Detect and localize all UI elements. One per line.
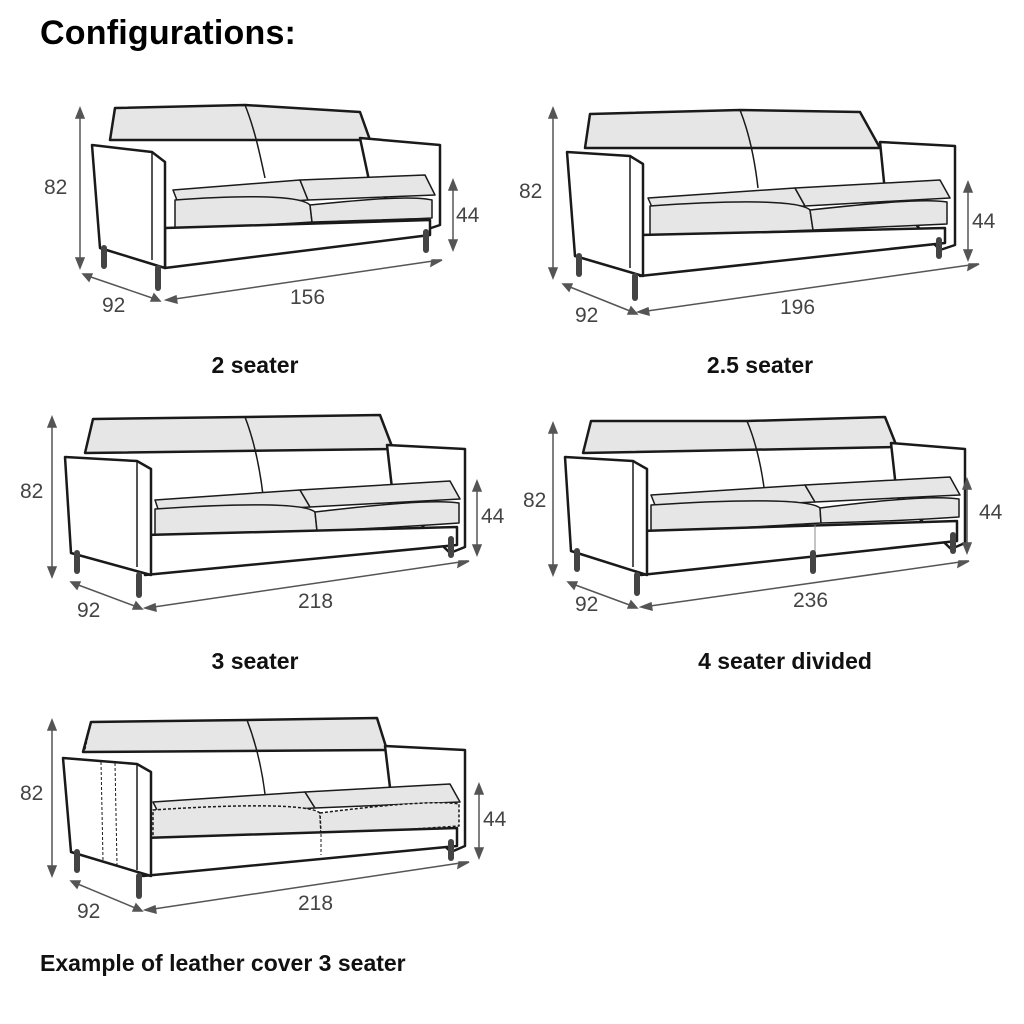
caption-leather-3-seater: Example of leather cover 3 seater xyxy=(40,950,406,976)
sofa-diagram-2-5-seater: 82 44 92 196 xyxy=(519,105,996,327)
dimension-depth: 92 xyxy=(102,294,125,317)
dimension-depth: 92 xyxy=(77,900,100,923)
caption-4-seater-divided: 4 seater divided xyxy=(698,648,872,674)
dimension-height: 82 xyxy=(44,176,67,199)
dimension-seat-height: 44 xyxy=(481,505,505,528)
sofa-diagram-4-seater-divided: 82 44 92 236 xyxy=(523,415,1003,616)
dimension-depth: 92 xyxy=(575,304,598,327)
sofa-diagram-2-seater: 82 44 92 156 xyxy=(44,103,480,317)
dimension-seat-height: 44 xyxy=(979,501,1003,524)
dimension-seat-height: 44 xyxy=(483,808,507,831)
dimension-height: 82 xyxy=(523,489,546,512)
dimension-width: 196 xyxy=(780,296,815,319)
dimension-height: 82 xyxy=(519,180,542,203)
dimension-height: 82 xyxy=(20,782,43,805)
caption-2-seater: 2 seater xyxy=(211,352,299,378)
dimension-seat-height: 44 xyxy=(456,204,480,227)
dimension-width: 156 xyxy=(290,286,325,309)
page-title: Configurations: xyxy=(40,14,297,52)
sofa-diagram-3-seater: 82 44 92 218 xyxy=(20,413,505,622)
dimension-width: 236 xyxy=(793,589,828,612)
dimension-depth: 92 xyxy=(77,599,100,622)
dimension-width: 218 xyxy=(298,892,333,915)
caption-3-seater: 3 seater xyxy=(211,648,299,674)
dimension-width: 218 xyxy=(298,590,333,613)
dimension-height: 82 xyxy=(20,480,43,503)
sofa-diagram-leather-3-seater: 82 44 92 218 xyxy=(20,716,507,923)
dimension-depth: 92 xyxy=(575,593,598,616)
caption-2-5-seater: 2.5 seater xyxy=(706,352,814,378)
dimension-seat-height: 44 xyxy=(972,210,996,233)
